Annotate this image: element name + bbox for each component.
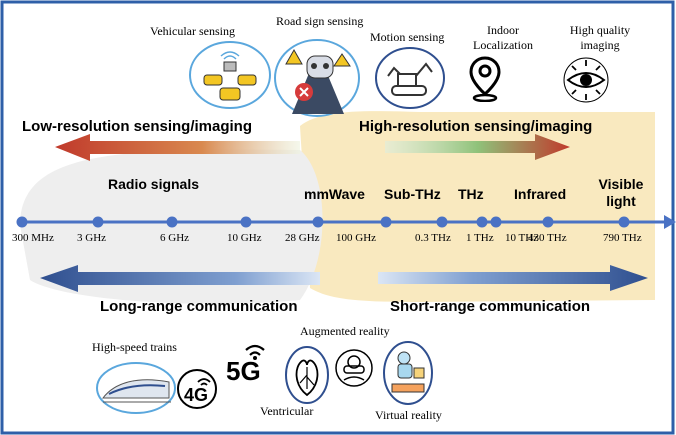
tick-label: 10 THz [505, 232, 539, 244]
axis-dot [476, 216, 488, 228]
axis-dot [312, 216, 324, 228]
high-frequency-highlight [300, 111, 655, 302]
band-visible-label: Visible light [598, 176, 644, 209]
band-subthz-label: Sub-THz [384, 186, 441, 202]
band-thz-label: THz [458, 186, 484, 202]
tick-label: 300 MHz [12, 232, 54, 244]
tick-label: 28 GHz [285, 232, 320, 244]
vehicular-sensing-label: Vehicular sensing [150, 24, 235, 38]
axis-arrowhead [664, 215, 676, 229]
indoor-localization-label: Indoor Localization [473, 23, 533, 52]
axis-dot [240, 216, 252, 228]
motion-sensing-label: Motion sensing [370, 30, 445, 44]
axis-dot [490, 216, 502, 228]
band-mmwave-label: mmWave [304, 186, 365, 202]
tick-label: 6 GHz [160, 232, 190, 244]
location-pin-icon [469, 56, 501, 102]
ar-icon [335, 349, 373, 387]
tick-label: 430 THz [528, 232, 567, 244]
axis-dot [16, 216, 28, 228]
axis-dot [542, 216, 554, 228]
axis-dot [436, 216, 448, 228]
tick-label: 1 THz [466, 232, 494, 244]
axis-dot [166, 216, 178, 228]
virtual-reality-label: Virtual reality [375, 408, 442, 422]
band-radio-label: Radio signals [108, 176, 200, 192]
ventricular-label: Ventricular [260, 404, 314, 418]
eye-imaging-icon [563, 57, 609, 103]
road-sign-icon [274, 39, 360, 117]
train-icon [96, 362, 176, 414]
heart-icon [285, 346, 329, 404]
tick-label: 10 GHz [227, 232, 262, 244]
axis-dot [618, 216, 630, 228]
5g-icon: 5G [226, 344, 265, 386]
axis-dot [380, 216, 392, 228]
4g-text: 4G [184, 385, 208, 405]
high-speed-trains-label: High-speed trains [92, 340, 177, 354]
5g-text: 5G [226, 356, 261, 386]
low-res-arrow [55, 134, 300, 161]
road-sign-sensing-label: Road sign sensing [276, 14, 364, 28]
low-resolution-label: Low-resolution sensing/imaging [22, 118, 253, 135]
short-range-label: Short-range communication [390, 298, 591, 315]
long-range-label: Long-range communication [100, 298, 298, 315]
vr-icon [383, 341, 433, 405]
band-infrared-label: Infrared [514, 186, 567, 202]
cars-icon [189, 41, 271, 109]
high-res-arrow [385, 134, 570, 160]
tick-label: 3 GHz [77, 232, 107, 244]
axis-dot [92, 216, 104, 228]
long-range-arrow [40, 265, 320, 292]
high-quality-imaging-label: High quality imaging [569, 23, 631, 52]
augmented-reality-label: Augmented reality [300, 324, 390, 338]
tick-label: 100 GHz [336, 232, 377, 244]
tick-label: 790 THz [603, 232, 642, 244]
excavator-icon [375, 47, 445, 109]
high-resolution-label: High-resolution sensing/imaging [359, 118, 593, 135]
4g-icon: 4G [177, 369, 217, 409]
tick-label: 0.3 THz [415, 232, 451, 244]
axis-dots [16, 216, 630, 228]
short-range-arrow [378, 265, 648, 291]
